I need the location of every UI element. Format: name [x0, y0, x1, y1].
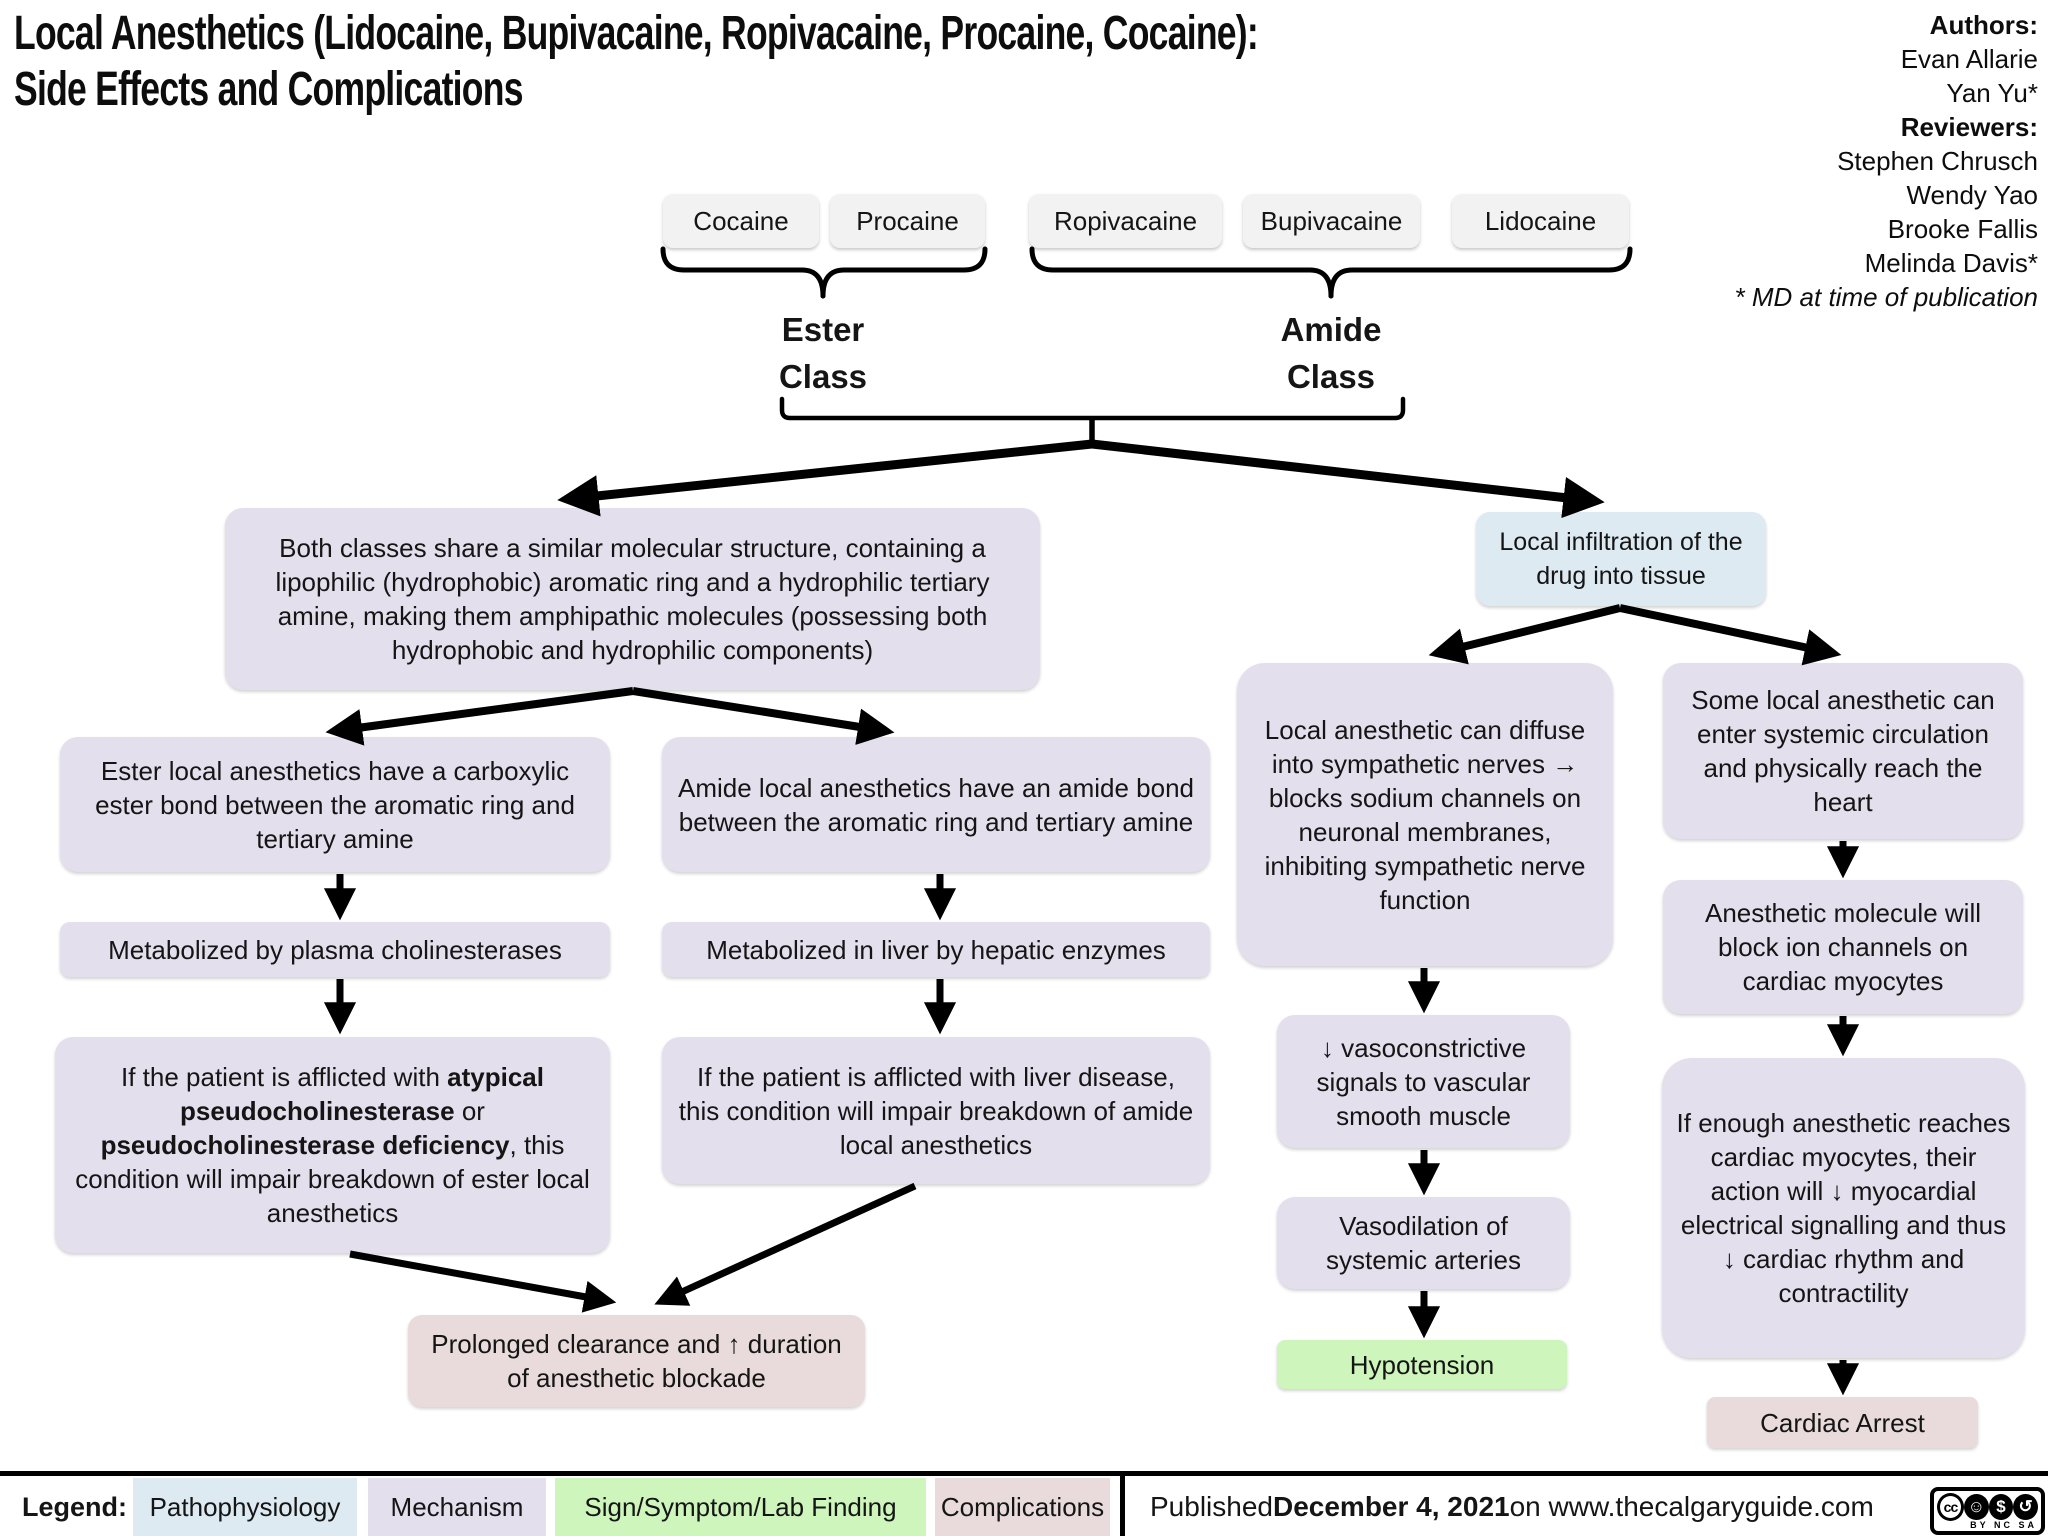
node-pseudocholinesterase-deficiency: If the patient is afflicted with atypica… — [55, 1037, 610, 1253]
page-title-line2: Side Effects and Complications — [14, 63, 523, 116]
amide-class-label: Amide Class — [1280, 311, 1382, 395]
drug-box-ropivacaine: Ropivacaine — [1029, 194, 1222, 248]
reviewer-name: Wendy Yao — [1906, 180, 2038, 210]
authors-label: Authors: — [1929, 10, 2038, 40]
node-ester-bond: Ester local anesthetics have a carboxyli… — [60, 737, 610, 872]
classes-bracket — [779, 396, 1406, 421]
node-decreased-vasoconstriction: ↓ vasoconstrictive signals to vascular s… — [1277, 1015, 1570, 1148]
node-systemic-circulation: Some local anesthetic can enter systemic… — [1663, 663, 2023, 839]
node-vasodilation: Vasodilation of systemic arteries — [1277, 1197, 1570, 1289]
node-cardiac-ion-block: Anesthetic molecule will block ion chann… — [1663, 880, 2023, 1014]
legend-label: Legend: — [22, 1491, 127, 1522]
credits-block: Authors: Evan Allarie Yan Yu* Reviewers:… — [1735, 8, 2038, 314]
reviewer-name: Brooke Fallis — [1887, 214, 2038, 244]
node-myocardial-depression: If enough anesthetic reaches cardiac myo… — [1662, 1058, 2025, 1358]
cc-sharealike-icon: ↺ — [2013, 1493, 2039, 1520]
cc-license-sublabel: BY NC SA — [1970, 1520, 2037, 1530]
cc-attribution-icon: ☺ — [1963, 1493, 1989, 1520]
footer-divider-line — [0, 1471, 2048, 1476]
node-amide-metabolism: Metabolized in liver by hepatic enzymes — [662, 922, 1210, 977]
author-name: Evan Allarie — [1900, 44, 2038, 74]
reviewer-name: Stephen Chrusch — [1837, 146, 2038, 176]
legend-complications: Complications — [935, 1478, 1110, 1536]
footer-vertical-divider — [1120, 1474, 1125, 1536]
arrow-to-structure — [557, 439, 1093, 517]
publication-info: Published December 4, 2021 on www.thecal… — [1150, 1491, 1874, 1522]
legend-mechanism: Mechanism — [368, 1478, 546, 1536]
node-amide-bond: Amide local anesthetics have an amide bo… — [662, 737, 1210, 872]
drug-box-cocaine: Cocaine — [663, 194, 819, 248]
arrow-to-infiltration — [1091, 439, 1605, 519]
node-local-infiltration: Local infiltration of the drug into tiss… — [1476, 512, 1766, 606]
author-name: Yan Yu* — [1946, 78, 2038, 108]
ester-brace — [660, 246, 826, 299]
node-cardiac-arrest: Cardiac Arrest — [1707, 1397, 1978, 1448]
cc-noncommercial-icon: $ — [1988, 1493, 2014, 1520]
node-shared-structure: Both classes share a similar molecular s… — [225, 508, 1040, 690]
page-title: Local Anesthetics (Lidocaine, Bupivacain… — [14, 6, 1259, 118]
node-prolonged-clearance: Prolonged clearance and ↑ duration of an… — [408, 1315, 865, 1407]
drug-box-lidocaine: Lidocaine — [1452, 194, 1629, 248]
reviewer-name: Melinda Davis* — [1864, 248, 2038, 278]
md-note: * MD at time of publication — [1734, 282, 2038, 312]
node-pseudocholinesterase-text: If the patient is afflicted with atypica… — [75, 1062, 590, 1228]
legend-sign-symptom: Sign/Symptom/Lab Finding — [555, 1478, 926, 1536]
node-ester-metabolism: Metabolized by plasma cholinesterases — [60, 922, 610, 977]
ester-class-label: Ester Class — [778, 311, 868, 395]
node-liver-disease: If the patient is afflicted with liver d… — [662, 1037, 1210, 1184]
node-hypotension: Hypotension — [1277, 1340, 1567, 1389]
legend-pathophysiology: Pathophysiology — [133, 1478, 357, 1536]
amide-brace — [1029, 246, 1334, 299]
drug-box-procaine: Procaine — [830, 194, 985, 248]
reviewers-label: Reviewers: — [1900, 112, 2038, 142]
cc-logo-icon: cc — [1937, 1492, 1964, 1521]
drug-box-bupivacaine: Bupivacaine — [1243, 194, 1420, 248]
publication-date: December 4, 2021 — [1272, 1491, 1510, 1522]
publication-site: on www.thecalgaryguide.com — [1509, 1491, 1874, 1522]
node-sympathetic-diffusion: Local anesthetic can diffuse into sympat… — [1237, 663, 1613, 966]
page-title-line1: Local Anesthetics (Lidocaine, Bupivacain… — [14, 7, 1259, 60]
cc-license-badge: cc ☺ $ ↺ BY NC SA — [1930, 1487, 2045, 1535]
